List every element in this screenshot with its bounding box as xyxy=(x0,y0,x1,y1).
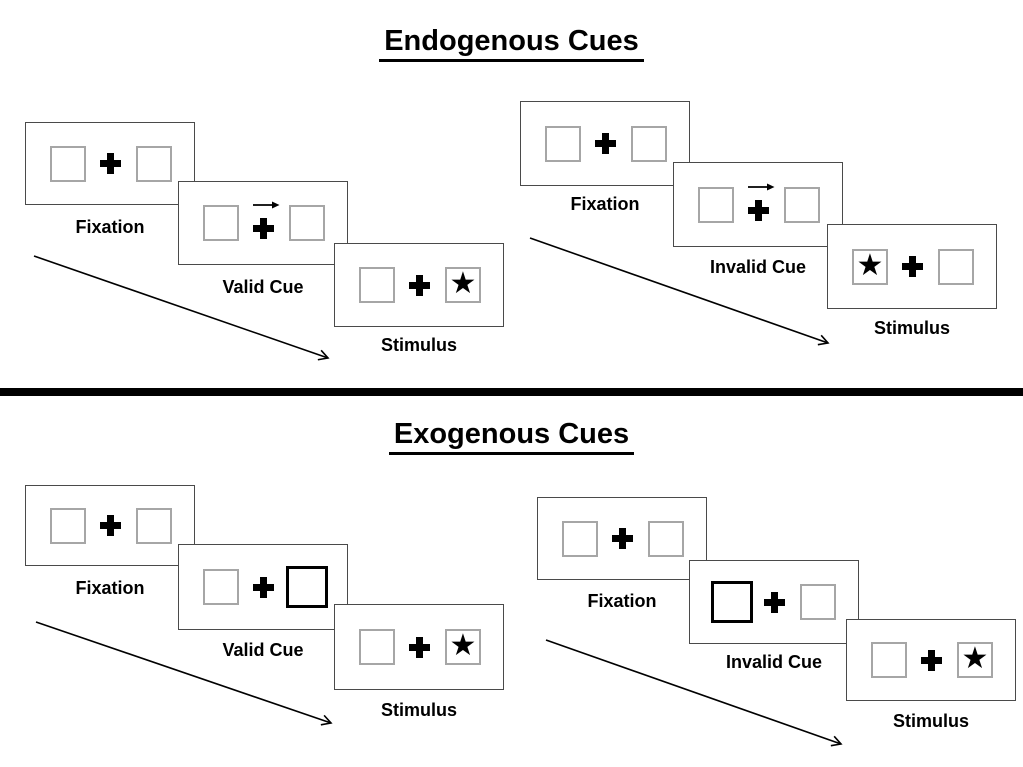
frame-label: Fixation xyxy=(75,217,145,237)
fixation-cross-icon xyxy=(252,218,274,239)
section-title-exogenous-text: Exogenous Cues xyxy=(388,418,635,455)
timeline-arrow xyxy=(529,237,830,346)
section-title-exogenous: Exogenous Cues xyxy=(0,418,1023,455)
star-icon: ★ xyxy=(856,248,884,282)
frame-label: Valid Cue xyxy=(222,640,304,660)
right-box xyxy=(784,186,820,223)
frame-label: Fixation xyxy=(75,578,145,598)
left-box xyxy=(545,125,581,162)
exo-valid-stimulus-panel: ★ xyxy=(334,604,504,690)
exo-invalid-fixation-panel xyxy=(537,497,707,580)
fixation-cross-icon xyxy=(252,576,274,598)
section-title-endogenous-text: Endogenous Cues xyxy=(379,25,644,62)
right-box: ★ xyxy=(445,629,481,665)
right-box xyxy=(631,125,667,162)
right-box xyxy=(800,584,836,620)
endo-valid-stimulus-panel: ★ xyxy=(334,243,504,327)
frame-label: Stimulus xyxy=(380,335,457,355)
frame-label: Fixation xyxy=(587,591,657,611)
left-box xyxy=(50,145,86,182)
endo-valid-cue-panel xyxy=(178,181,348,265)
right-box xyxy=(648,520,684,557)
section-divider xyxy=(0,388,1023,396)
fixation-cross-icon xyxy=(99,515,121,536)
fixation-cross-icon xyxy=(594,133,616,154)
left-box xyxy=(203,205,239,241)
frame-label: Stimulus xyxy=(380,700,457,720)
cue-arrow-right-icon xyxy=(253,201,280,209)
exo-valid-cue-panel xyxy=(178,544,348,630)
frame-label: Invalid Cue xyxy=(709,257,807,277)
frame-label: Valid Cue xyxy=(222,277,304,297)
left-box xyxy=(698,186,734,223)
right-box xyxy=(289,205,325,241)
fixation-cross-icon xyxy=(901,256,923,277)
frame-label: Invalid Cue xyxy=(725,652,823,672)
endo-invalid-fixation-panel xyxy=(520,101,690,186)
endo-invalid-cue-panel xyxy=(673,162,843,247)
timeline-arrow xyxy=(33,255,330,361)
section-title-endogenous: Endogenous Cues xyxy=(0,25,1023,62)
right-box: ★ xyxy=(957,642,993,678)
right-box xyxy=(136,507,172,544)
right-box xyxy=(938,248,974,285)
right-box-highlighted xyxy=(286,566,328,608)
fixation-cross-icon xyxy=(611,528,633,549)
frame-label: Stimulus xyxy=(892,711,969,731)
fixation-cross-icon xyxy=(763,591,785,613)
timeline-arrow xyxy=(35,621,333,726)
star-icon: ★ xyxy=(449,629,477,662)
star-icon: ★ xyxy=(961,642,989,675)
timeline-arrow xyxy=(545,639,843,747)
frame-label: Stimulus xyxy=(873,318,950,338)
right-box xyxy=(136,145,172,182)
exo-valid-fixation-panel xyxy=(25,485,195,566)
left-box: ★ xyxy=(852,248,888,285)
exo-invalid-cue-panel xyxy=(689,560,859,644)
left-box-highlighted xyxy=(711,581,753,623)
endo-invalid-stimulus-panel: ★ xyxy=(827,224,997,309)
left-box xyxy=(203,569,239,605)
fixation-cross-icon xyxy=(408,636,430,658)
right-box: ★ xyxy=(445,267,481,303)
fixation-cross-icon xyxy=(747,199,769,221)
fixation-cross-icon xyxy=(99,153,121,174)
left-box xyxy=(562,520,598,557)
left-box xyxy=(359,267,395,303)
left-box xyxy=(871,642,907,678)
fixation-cross-icon xyxy=(920,649,942,671)
endo-valid-fixation-panel xyxy=(25,122,195,205)
exo-invalid-stimulus-panel: ★ xyxy=(846,619,1016,701)
left-box xyxy=(50,507,86,544)
star-icon: ★ xyxy=(449,267,477,300)
cue-arrow-right-icon xyxy=(748,183,775,190)
fixation-cross-icon xyxy=(408,274,430,296)
left-box xyxy=(359,629,395,665)
frame-label: Fixation xyxy=(570,194,640,214)
